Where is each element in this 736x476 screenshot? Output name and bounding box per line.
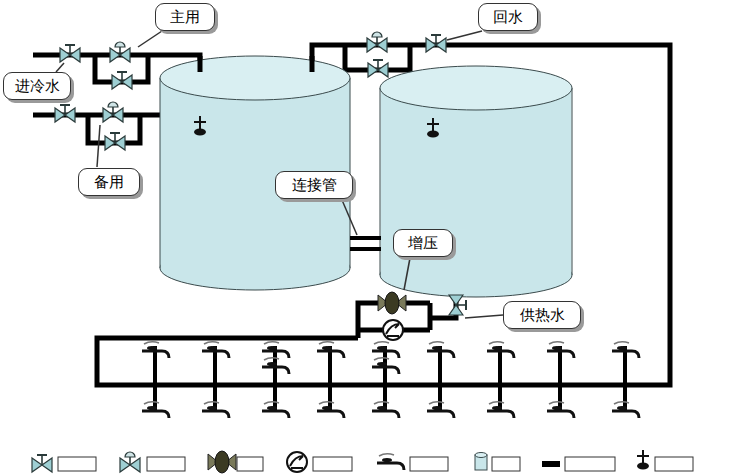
tap-group (487, 402, 514, 418)
legend-symbols (313, 457, 352, 471)
tap-group (262, 358, 289, 374)
tap-group (372, 402, 399, 418)
storage-tank (160, 56, 350, 100)
legend-symbols (410, 457, 448, 471)
leader-line (342, 200, 357, 235)
tap-group (202, 342, 229, 358)
tap-group (612, 342, 639, 358)
pipe-network (97, 45, 670, 385)
legend-symbols (32, 455, 52, 472)
leader-line (56, 31, 503, 318)
callout-label: 备用 (94, 173, 124, 191)
callout-box: 连接管 (275, 171, 353, 199)
legend-symbols (208, 451, 236, 473)
tap-group (427, 402, 454, 418)
tap-group (427, 342, 454, 358)
legend-symbols (120, 452, 140, 472)
level-sensor (194, 116, 206, 136)
legend-symbols (147, 457, 185, 471)
tap-group (142, 402, 169, 418)
legend-symbols (287, 452, 307, 472)
tap-group (547, 342, 574, 358)
gate-valve (426, 35, 446, 52)
storage-tank (572, 88, 573, 275)
legend-symbols (58, 457, 96, 471)
booster-pump (378, 292, 406, 314)
tap-group (372, 358, 399, 374)
tap-group (547, 402, 574, 418)
pipe-stub (200, 56, 312, 72)
tap-group (262, 402, 289, 418)
leader-line (97, 125, 100, 167)
callout-box: 进冷水 (3, 72, 71, 100)
callout-label: 增压 (408, 234, 438, 252)
leader-line (447, 31, 482, 40)
gate-valve (60, 45, 80, 62)
callout-label: 回水 (493, 8, 523, 26)
pipe-network (33, 113, 166, 118)
storage-tank (380, 66, 572, 297)
tap-group (487, 342, 514, 358)
gate-valve (105, 133, 125, 150)
tap-group (612, 402, 639, 418)
leader-line (138, 31, 162, 47)
leader-line (465, 315, 503, 318)
tap-group (317, 342, 344, 358)
callout-box: 供热水 (503, 301, 581, 329)
pipe-network (428, 303, 433, 330)
gate-valve (55, 105, 75, 122)
solenoid-valve (367, 32, 387, 52)
storage-tank (380, 66, 572, 110)
callout-box: 增压 (393, 229, 453, 257)
storage-tank (381, 88, 572, 275)
legend-symbols (655, 457, 693, 471)
pipe-stub (310, 56, 315, 72)
callout-box: 备用 (78, 168, 140, 196)
pipe-stub (198, 56, 203, 72)
pipe-network (33, 45, 670, 385)
tap-group (317, 402, 344, 418)
legend-symbols (32, 450, 693, 473)
storage-tank (380, 88, 381, 275)
callout-label: 连接管 (292, 176, 337, 194)
tap-group (142, 342, 169, 358)
pipe-network (88, 115, 140, 143)
tap-group (142, 342, 639, 418)
tap-group (262, 342, 289, 358)
legend-symbols (475, 453, 487, 458)
tap-group (372, 342, 399, 358)
solenoid-valve (110, 42, 130, 62)
gate-valve (368, 60, 388, 77)
callout-box: 回水 (478, 3, 538, 31)
callout-label: 主用 (170, 8, 200, 26)
circulation-pump (383, 320, 403, 340)
leader-line (404, 258, 410, 290)
legend-symbols (377, 454, 404, 470)
callout-box: 主用 (155, 3, 215, 31)
legend-symbols (542, 461, 560, 467)
legend-symbols (492, 457, 520, 471)
gate-valve (449, 295, 466, 315)
gate-valve (112, 72, 132, 89)
leader-line (56, 63, 64, 72)
legend-symbols (475, 453, 487, 471)
connecting-pipe (350, 236, 381, 240)
legend-symbols (237, 457, 263, 471)
legend-symbols (565, 457, 615, 471)
tap-group (202, 402, 229, 418)
callout-label: 供热水 (520, 306, 565, 324)
callout-label: 进冷水 (15, 77, 60, 95)
connecting-pipe (350, 247, 381, 251)
legend-symbols (637, 450, 649, 470)
solenoid-valve (103, 102, 123, 122)
gate-valve (449, 295, 466, 315)
storage-tank (160, 78, 161, 268)
level-sensor (427, 118, 439, 138)
connecting-pipe (350, 238, 381, 249)
